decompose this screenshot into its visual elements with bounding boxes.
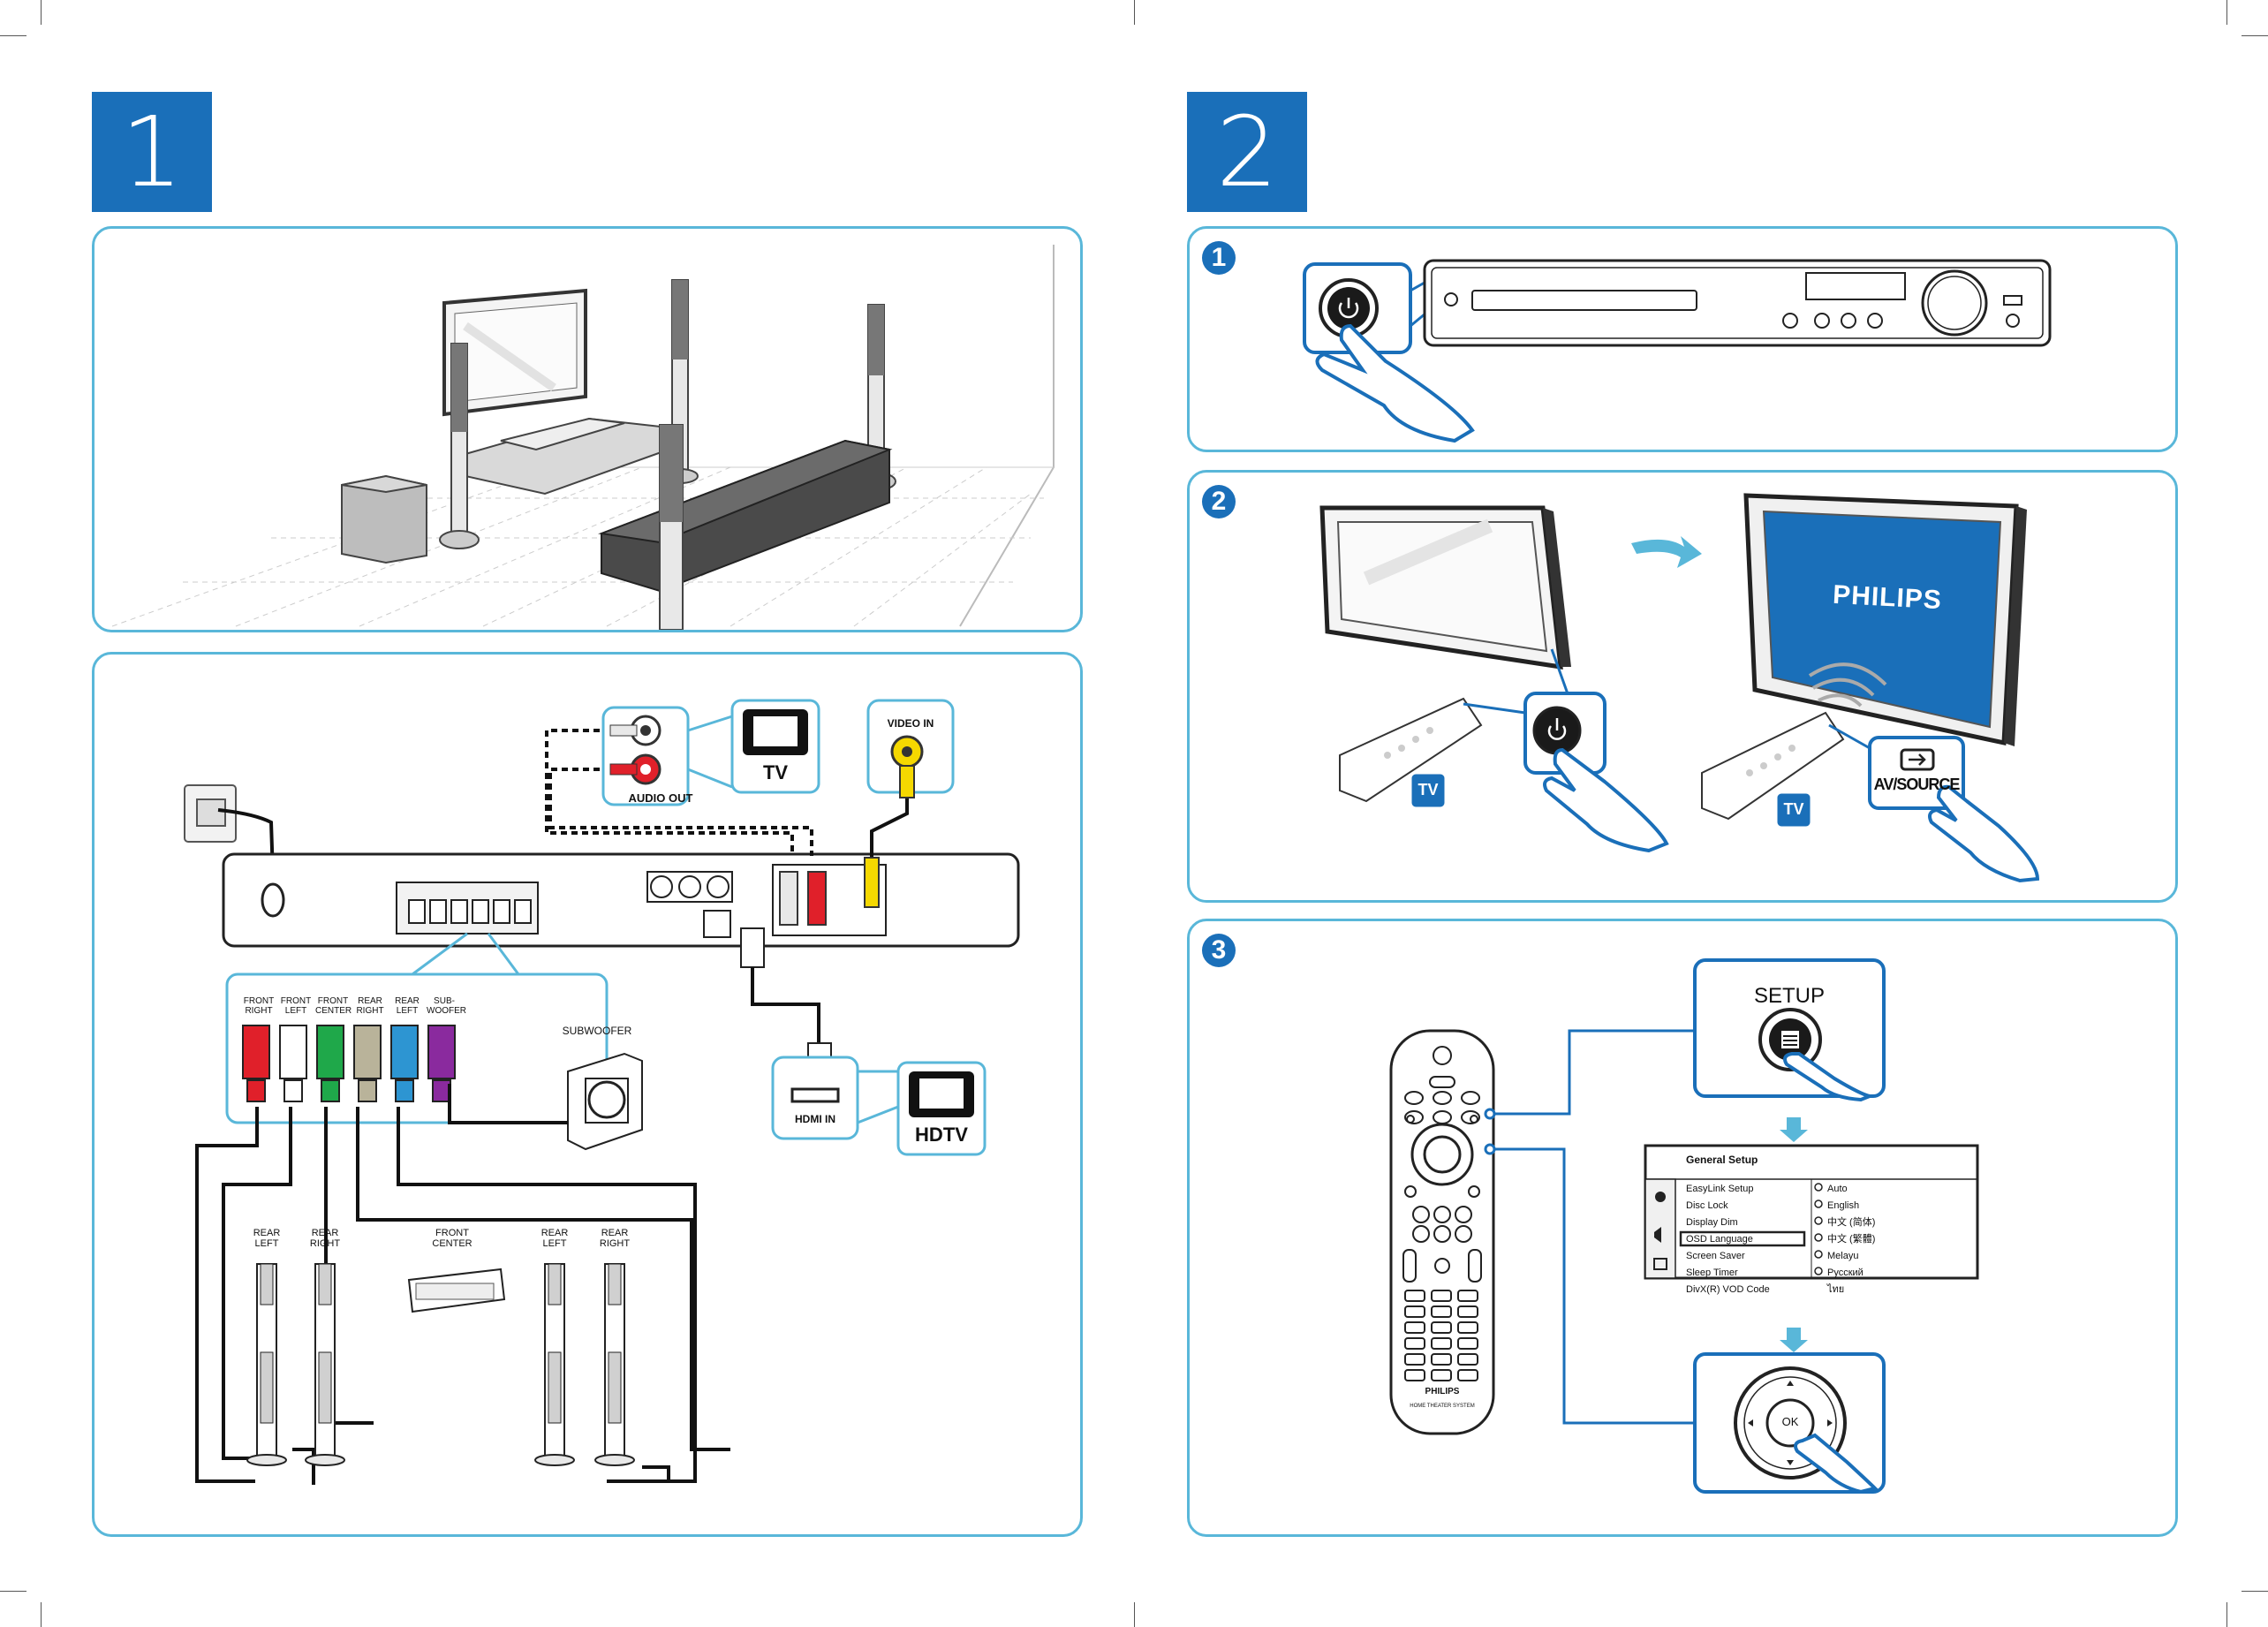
speaker-plug-body-3: [358, 1079, 377, 1102]
sub-step-1-badge: 1: [1202, 241, 1236, 275]
speaker-label-front-center: FRONT CENTER: [432, 1228, 472, 1249]
speaker-label-rear-left-1: REAR LEFT: [253, 1228, 281, 1249]
connection-diagram: [184, 699, 1020, 1485]
language-option-list: Auto English 中文 (简体) 中文 (繁體) Melayu Русс…: [1827, 1181, 1969, 1298]
menu-item-osd-language[interactable]: OSD Language: [1686, 1234, 1753, 1245]
speaker-plug-5: [427, 1025, 456, 1079]
sub-step-2-badge: 2: [1202, 485, 1236, 518]
room-illustration: [111, 245, 1055, 630]
setup-panel: 3: [1187, 919, 2178, 1537]
port-label-rear-left: REAR LEFT: [395, 996, 420, 1016]
menu-item-easylink[interactable]: EasyLink Setup: [1686, 1184, 1754, 1194]
menu-item-screen-saver[interactable]: Screen Saver: [1686, 1251, 1745, 1261]
subwoofer-label: SUBWOOFER: [562, 1025, 632, 1037]
language-option-english[interactable]: English: [1827, 1200, 1860, 1211]
hdmi-in-label: HDMI IN: [795, 1113, 835, 1125]
speaker-label-rear-right-2: REAR RIGHT: [599, 1228, 631, 1249]
tv-badge-left: TV: [1418, 781, 1439, 798]
power-on-panel: 1: [1187, 226, 2178, 452]
speaker-plug-1: [279, 1025, 307, 1079]
hdtv-label: HDTV: [915, 1124, 968, 1146]
speaker-plug-body-1: [284, 1079, 303, 1102]
menu-item-display-dim[interactable]: Display Dim: [1686, 1217, 1738, 1228]
setup-button-label: SETUP: [1753, 984, 1825, 1008]
setup-illustration: [1389, 958, 1979, 1495]
speaker-plug-body-0: [246, 1079, 266, 1102]
speaker-label-rear-left-2: REAR LEFT: [541, 1228, 569, 1249]
menu-item-divx[interactable]: DivX(R) VOD Code: [1686, 1284, 1770, 1295]
room-placement-panel: [92, 226, 1083, 632]
tv-source-panel: 2 PHILIPS TV: [1187, 470, 2178, 903]
speaker-plug-2: [316, 1025, 344, 1079]
language-option-russian[interactable]: Русский: [1827, 1268, 1864, 1278]
step-1-tab: 1: [92, 92, 212, 212]
port-label-rear-right: REAR RIGHT: [356, 996, 384, 1016]
step-2-tab: 2: [1187, 92, 1307, 212]
speaker-label-rear-right-1: REAR RIGHT: [309, 1228, 341, 1249]
speaker-plug-4: [390, 1025, 419, 1079]
menu-item-disc-lock[interactable]: Disc Lock: [1686, 1200, 1728, 1211]
menu-item-list: EasyLink Setup Disc Lock Display Dim OSD…: [1686, 1181, 1810, 1298]
language-option-chinese-traditional[interactable]: 中文 (繁體): [1827, 1234, 1876, 1245]
tv-label: TV: [762, 761, 789, 783]
menu-item-sleep-timer[interactable]: Sleep Timer: [1686, 1268, 1738, 1278]
port-label-subwoofer: SUB-WOOFER: [427, 996, 466, 1016]
sub-step-3-badge: 3: [1202, 934, 1236, 967]
language-option-auto[interactable]: Auto: [1827, 1184, 1848, 1194]
port-label-front-right: FRONT RIGHT: [243, 996, 275, 1016]
language-option-melayu[interactable]: Melayu: [1827, 1251, 1859, 1261]
language-option-chinese-simplified[interactable]: 中文 (简体): [1827, 1217, 1876, 1228]
audio-out-label: AUDIO OUT: [628, 791, 693, 805]
connection-panel: AUDIO OUT TV VIDEO IN HDMI IN HDTV SUBWO…: [92, 652, 1083, 1537]
language-option-thai[interactable]: ไทย: [1827, 1284, 1845, 1295]
tv-source-illustration: [1319, 493, 2040, 883]
power-illustration: [1303, 259, 2052, 443]
remote-brand: PHILIPS: [1425, 1387, 1460, 1396]
speaker-plug-0: [242, 1025, 270, 1079]
av-source-label: AV/SOURCE: [1873, 776, 1961, 793]
video-in-label: VIDEO IN: [887, 717, 934, 730]
tv-badge-right: TV: [1783, 800, 1804, 818]
remote-subtitle: HOME THEATER SYSTEM: [1410, 1404, 1475, 1409]
speaker-plug-3: [353, 1025, 382, 1079]
speaker-plug-body-2: [321, 1079, 340, 1102]
ok-button-label: OK: [1781, 1415, 1799, 1428]
port-label-front-left: FRONT LEFT: [280, 996, 312, 1016]
menu-title: General Setup: [1686, 1154, 1758, 1166]
speaker-plug-body-4: [395, 1079, 414, 1102]
port-label-front-center: FRONT CENTER: [315, 996, 352, 1016]
